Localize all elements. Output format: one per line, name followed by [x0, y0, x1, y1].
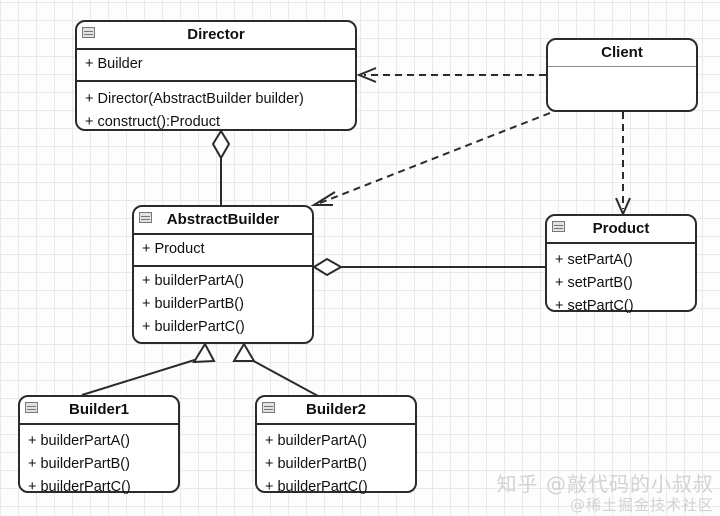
attribute-item: + Product — [142, 241, 205, 257]
uml-class-abstractbuilder[interactable]: AbstractBuilder + Product + builderPartA… — [132, 205, 314, 344]
class-title-bar-builder1: Builder1 — [20, 397, 178, 425]
uml-class-builder2[interactable]: Builder2 + builderPartA() + builderPartB… — [255, 395, 417, 495]
class-title-bar-director: Director — [77, 22, 355, 50]
relationship-builder2-abstractbuilder — [232, 342, 319, 397]
operations-compartment-abstractbuilder: + builderPartA() + builderPartB() + buil… — [134, 265, 312, 343]
operations-compartment-product: + setPartA() + setPartB() + setPartC() — [547, 244, 695, 322]
relationship-client-product — [615, 112, 631, 217]
relationship-client-director — [356, 67, 546, 83]
operation-item: + builderPartB() — [28, 456, 130, 472]
class-name-abstractbuilder: AbstractBuilder — [166, 211, 280, 228]
class-stereotype-icon — [552, 221, 565, 232]
watermark: 知乎 @敲代码的小叔叔 @稀土掘金技术社区 — [497, 472, 714, 514]
operation-item: + setPartC() — [555, 298, 634, 314]
class-name-builder2: Builder2 — [305, 401, 366, 418]
empty-compartment-client — [548, 67, 696, 74]
operation-item: + Director(AbstractBuilder builder) — [85, 91, 304, 107]
operation-item: + builderPartA() — [28, 433, 130, 449]
class-stereotype-icon — [262, 402, 275, 413]
operation-item: + setPartB() — [555, 275, 633, 291]
relationship-director-abstractbuilder — [211, 129, 231, 205]
class-name-director: Director — [187, 26, 245, 43]
uml-class-product[interactable]: Product + setPartA() + setPartB() + setP… — [545, 214, 697, 314]
operation-item: + builderPartA() — [265, 433, 367, 449]
class-title-bar-abstractbuilder: AbstractBuilder — [134, 207, 312, 235]
class-stereotype-icon — [82, 27, 95, 38]
class-name-product: Product — [592, 220, 650, 237]
operation-item: + builderPartB() — [142, 296, 244, 312]
class-stereotype-icon — [25, 402, 38, 413]
operation-item: + builderPartC() — [265, 479, 368, 495]
class-stereotype-icon — [139, 212, 152, 223]
attributes-compartment-director: + Builder — [77, 50, 355, 80]
class-title-bar-client: Client — [548, 40, 696, 67]
attributes-compartment-abstractbuilder: + Product — [134, 235, 312, 265]
class-name-builder1: Builder1 — [68, 401, 129, 418]
uml-class-client[interactable]: Client — [546, 38, 698, 112]
uml-class-director[interactable]: Director + Builder + Director(AbstractBu… — [75, 20, 357, 131]
operation-item: + builderPartA() — [142, 273, 244, 289]
operations-compartment-builder2: + builderPartA() + builderPartB() + buil… — [257, 425, 415, 503]
operation-item: + construct():Product — [85, 114, 220, 130]
class-name-client: Client — [601, 44, 643, 61]
operation-item: + builderPartB() — [265, 456, 367, 472]
operations-compartment-director: + Director(AbstractBuilder builder) + co… — [77, 80, 355, 138]
class-title-bar-builder2: Builder2 — [257, 397, 415, 425]
relationship-builder1-abstractbuilder — [81, 341, 216, 396]
watermark-line-2: @稀土掘金技术社区 — [569, 496, 714, 514]
attribute-item: + Builder — [85, 56, 143, 72]
operation-item: + setPartA() — [555, 252, 633, 268]
operation-item: + builderPartC() — [142, 319, 245, 335]
watermark-line-1: 知乎 @敲代码的小叔叔 — [496, 472, 714, 496]
class-title-bar-product: Product — [547, 216, 695, 244]
relationship-abstractbuilder-product — [312, 257, 545, 277]
uml-class-builder1[interactable]: Builder1 + builderPartA() + builderPartB… — [18, 395, 180, 495]
operation-item: + builderPartC() — [28, 479, 131, 495]
operations-compartment-builder1: + builderPartA() + builderPartB() + buil… — [20, 425, 178, 503]
